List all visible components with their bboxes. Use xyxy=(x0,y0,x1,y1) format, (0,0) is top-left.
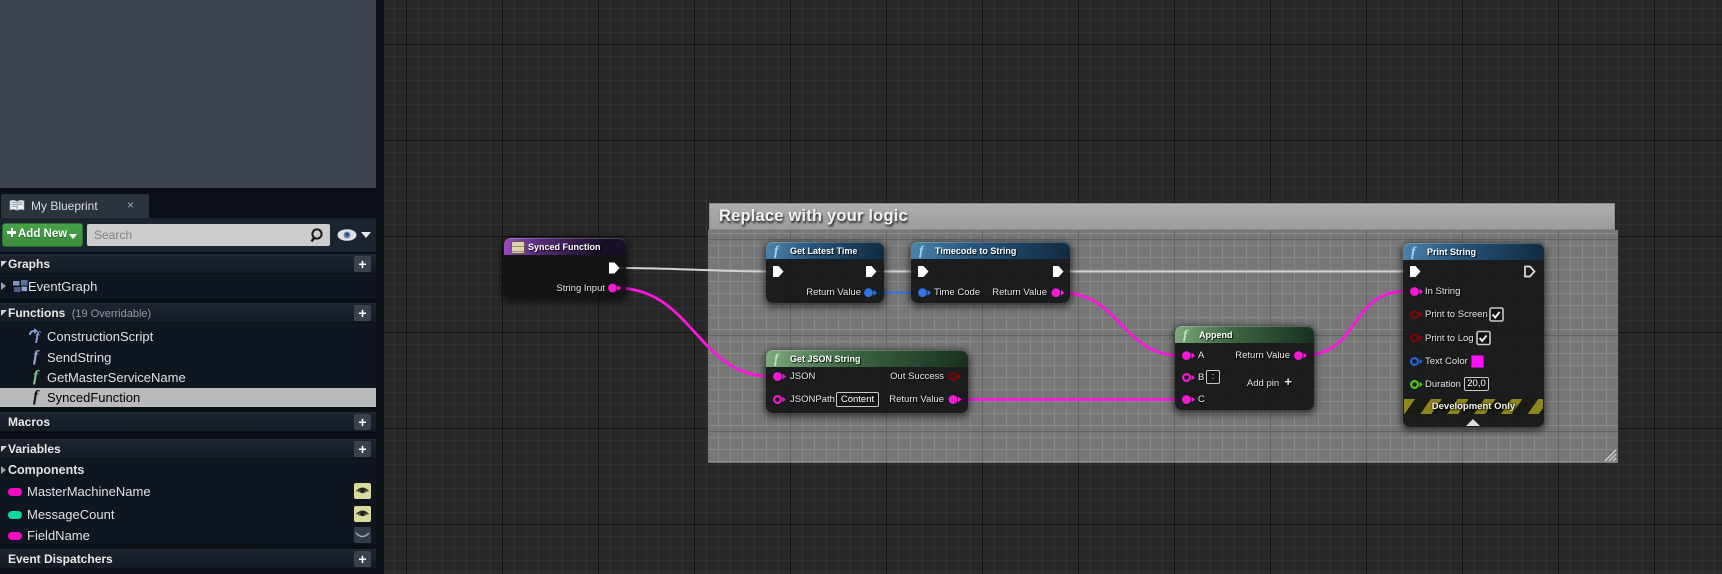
svg-text:f: f xyxy=(35,330,41,343)
